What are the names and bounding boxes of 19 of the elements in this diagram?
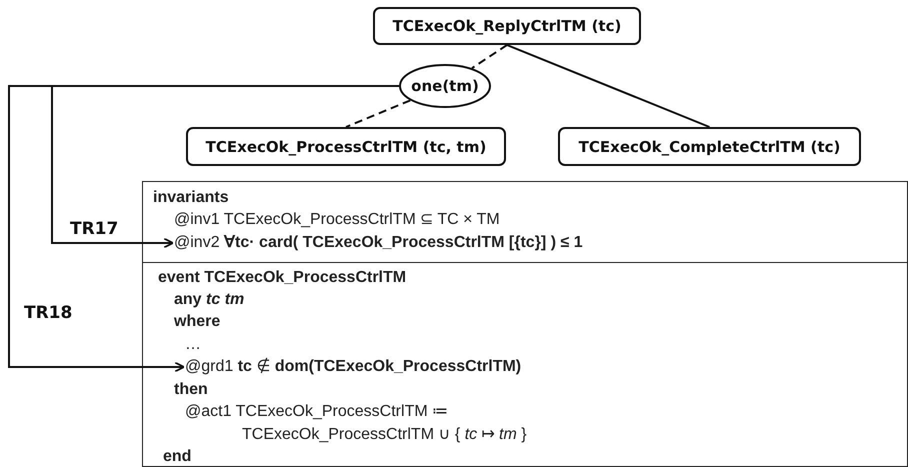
code-text: invariants — [153, 188, 229, 208]
code-text: … — [185, 335, 201, 355]
state-box: TCExecOk_ReplyCtrlTM (tc) — [373, 7, 641, 45]
code-text: @inv1 TCExecOk_ProcessCtrlTM ⊆ TC × TM — [174, 210, 500, 230]
multiplicity-ellipse: one(tm) — [399, 64, 491, 108]
code-text: end — [163, 447, 192, 467]
code-text: where — [174, 312, 220, 332]
code-text: TCExecOk_ProcessCtrlTM ∪ { tc ↦ tm } — [242, 425, 527, 445]
code-text: @act1 TCExecOk_ProcessCtrlTM ≔ — [185, 402, 448, 422]
connector-line — [346, 99, 411, 128]
code-text: event TCExecOk_ProcessCtrlTM — [158, 268, 406, 288]
state-box: TCExecOk_CompleteCtrlTM (tc) — [558, 127, 861, 166]
code-line: @grd1 tc ∉ dom(TCExecOk_ProcessCtrlTM) — [185, 357, 522, 377]
code-text: then — [174, 380, 208, 400]
code-line: @inv2 ∀tc· card( TCExecOk_ProcessCtrlTM [{tc}] ) ≤ 1 — [174, 233, 583, 253]
connector-line — [471, 44, 508, 69]
code-text: any tc tm — [174, 290, 244, 310]
connector-line — [506, 44, 710, 128]
state-box: TCExecOk_ProcessCtrlTM (tc, tm) — [186, 127, 506, 166]
